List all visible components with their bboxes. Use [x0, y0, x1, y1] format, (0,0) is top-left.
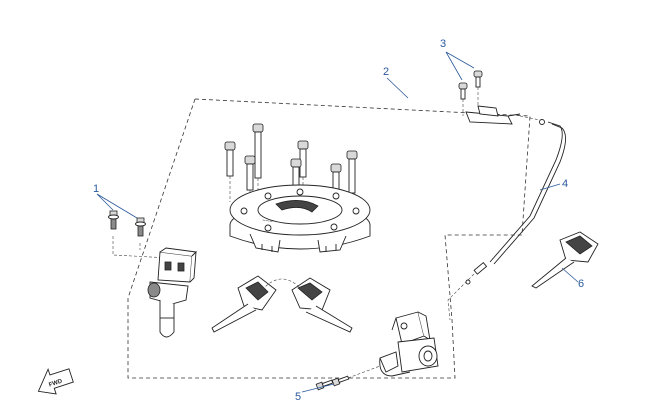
switch-connector	[147, 247, 197, 338]
screw-pair-left	[108, 210, 171, 259]
fwd-label: FWD	[48, 378, 63, 388]
key-left-a	[211, 275, 277, 333]
cable-item-4	[447, 115, 566, 321]
callout-3-label: 3	[440, 38, 446, 50]
callout-5[interactable]: 5	[295, 383, 335, 403]
callout-2-label: 2	[383, 66, 389, 78]
callout-6[interactable]: 6	[561, 267, 584, 290]
callout-5-label: 5	[295, 391, 301, 403]
callout-2[interactable]: 2	[383, 66, 409, 99]
callout-6-label: 6	[578, 278, 584, 290]
key-item-6	[531, 231, 599, 289]
svg-text:~~~: ~~~	[262, 218, 274, 225]
fwd-arrow: FWD	[37, 367, 74, 395]
assembly-boundary	[127, 98, 531, 379]
screws-item-3	[458, 70, 483, 116]
callout-1-label: 1	[93, 183, 99, 195]
screws-item-5	[315, 365, 381, 391]
callout-4-label: 4	[562, 178, 568, 190]
callout-4[interactable]: 4	[539, 178, 568, 191]
bolt-set	[224, 123, 358, 208]
key-left-b	[291, 277, 353, 333]
callout-1[interactable]: 1	[93, 183, 138, 219]
ignition-lock	[379, 311, 439, 377]
callout-3[interactable]: 3	[440, 38, 475, 81]
cable-bracket	[465, 105, 521, 125]
fuel-cap: ~~~	[229, 184, 371, 253]
